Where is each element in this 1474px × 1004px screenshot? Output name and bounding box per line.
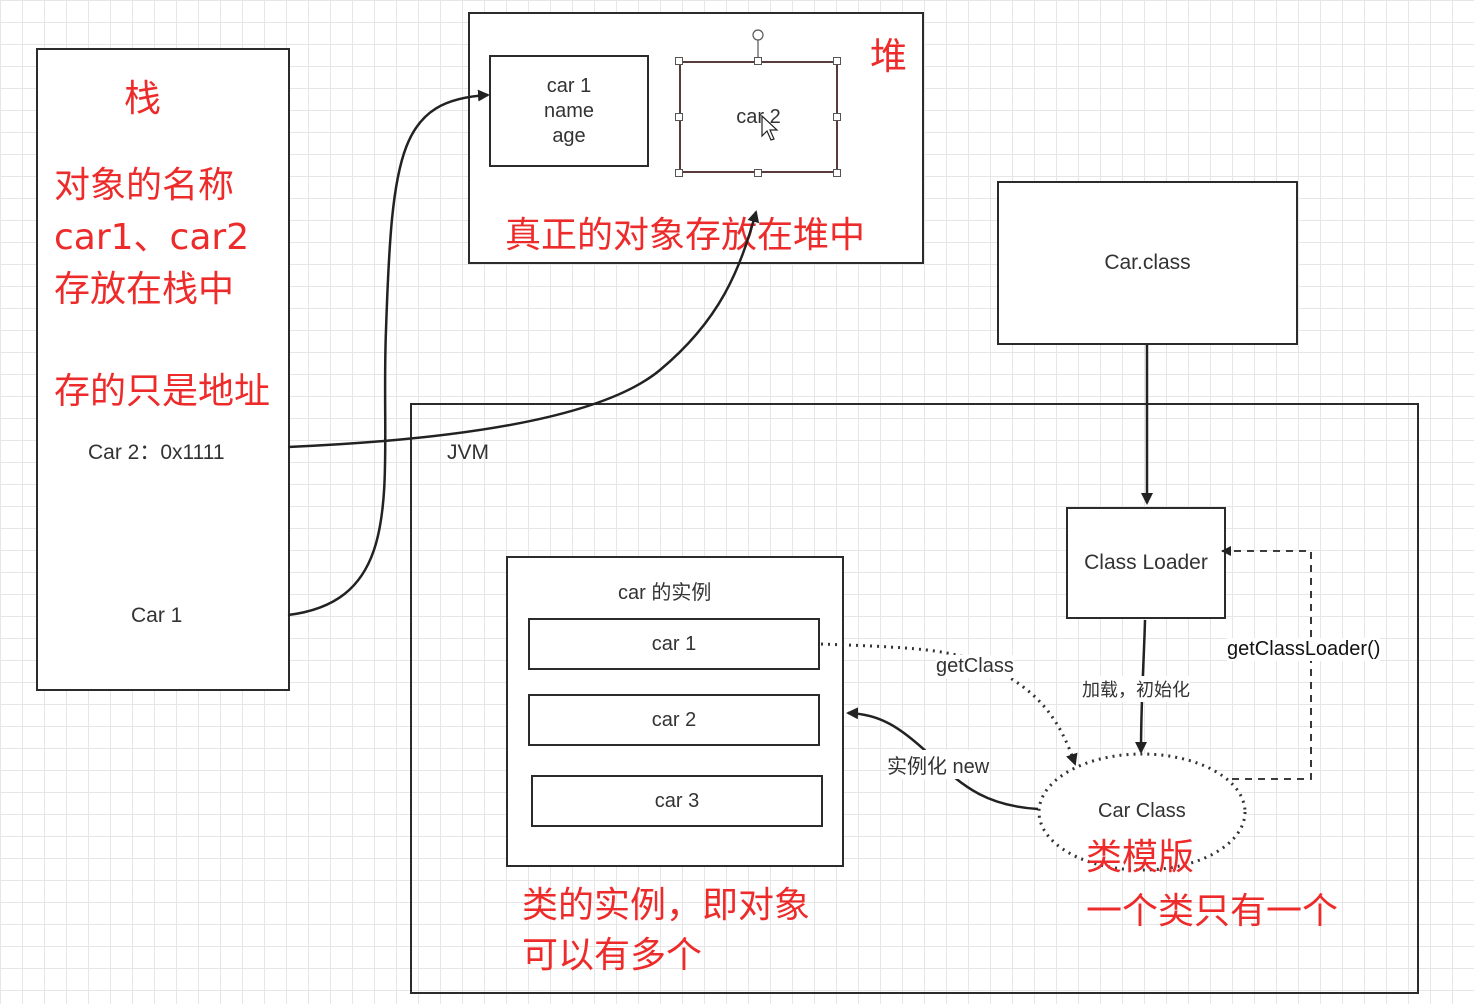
selection-handle[interactable] <box>675 169 683 177</box>
rotation-handle <box>752 29 764 41</box>
cursor-icon <box>761 114 779 141</box>
class-loader-label: Class Loader <box>1084 551 1208 574</box>
stack-note-line3: 存放在栈中 <box>54 269 235 310</box>
selection-handle[interactable] <box>833 57 841 65</box>
load-init-label: 加载，初始化 <box>1082 676 1190 702</box>
jvm-label: JVM <box>447 441 489 464</box>
car-class-label: Car Class <box>1098 800 1186 822</box>
selection-handle[interactable] <box>675 113 683 121</box>
instance-car2-label: car 2 <box>651 708 697 731</box>
instances-note-line2: 可以有多个 <box>522 935 703 976</box>
class-file-label: Car.class <box>1104 251 1191 274</box>
heap-object-car2[interactable]: car 2 <box>679 61 838 173</box>
heap-object-car1: car 1 name age <box>489 55 649 167</box>
selection-handle[interactable] <box>675 57 683 65</box>
selection-handle[interactable] <box>754 57 762 65</box>
class-file-box: Car.class <box>997 181 1298 345</box>
car-class-ellipse <box>1037 752 1247 872</box>
heap-object-car1-name: car 1 <box>546 74 592 97</box>
heap-object-car1-field-age: age <box>552 124 586 147</box>
stack-note-line4: 存的只是地址 <box>54 371 271 412</box>
car2-reference: Car 2：0x1111 <box>88 441 225 464</box>
get-class-loader-arrow <box>1221 546 1312 780</box>
instance-car3-label: car 3 <box>654 789 700 812</box>
stack-note-line2: car1、car2 <box>54 217 250 258</box>
jvm-box <box>410 403 1419 994</box>
heap-object-car1-field-name: name <box>543 99 595 122</box>
car1-reference: Car 1 <box>131 604 183 627</box>
heap-object-car2-label: car 2 <box>736 105 781 128</box>
selection-handle[interactable] <box>833 169 841 177</box>
instances-title: car 的实例 <box>618 582 712 604</box>
heap-title: 堆 <box>870 35 907 78</box>
class-loader-box: Class Loader <box>1066 507 1226 619</box>
car2-reference-arrow <box>287 210 760 449</box>
heap-note: 真正的对象存放在堆中 <box>505 215 866 256</box>
selection-handle[interactable] <box>754 169 762 177</box>
get-class-label: getClass <box>936 655 1014 678</box>
car1-reference-arrow <box>287 89 490 617</box>
stack-title: 栈 <box>124 77 161 120</box>
instance-car3: car 3 <box>531 775 823 827</box>
instantiate-label: 实例化 new <box>887 750 990 779</box>
instance-car1: car 1 <box>528 618 820 670</box>
only-one-note: 一个类只有一个 <box>1086 891 1339 932</box>
stack-box <box>36 48 290 691</box>
stack-note-line1: 对象的名称 <box>54 165 235 206</box>
selection-handle[interactable] <box>833 113 841 121</box>
class-template-note: 类模版 <box>1086 837 1195 878</box>
instance-car1-label: car 1 <box>651 632 697 655</box>
instances-note-line1: 类的实例，即对象 <box>522 885 811 926</box>
get-class-loader-label: getClassLoader() <box>1227 638 1381 661</box>
instance-car2: car 2 <box>528 694 820 746</box>
